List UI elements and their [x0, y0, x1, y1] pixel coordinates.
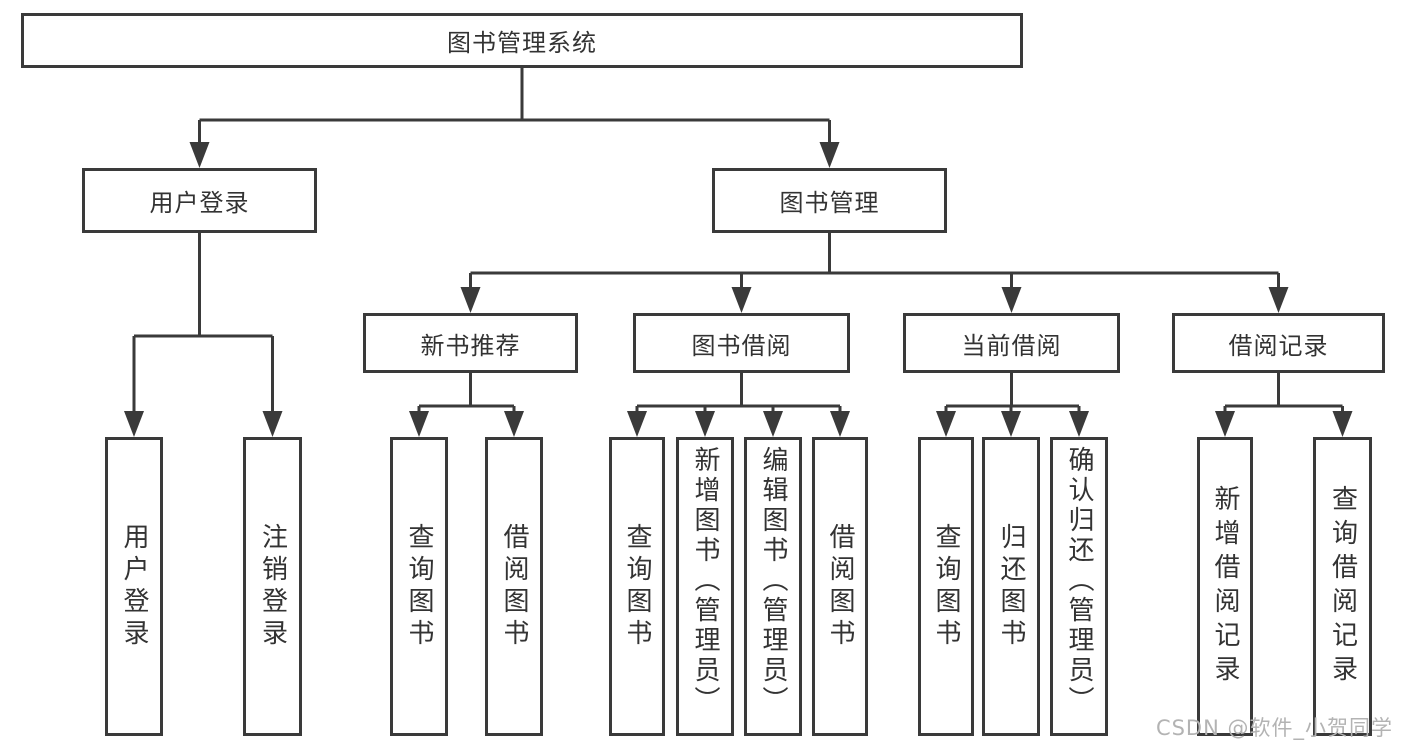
leaf-current-return-books: 归还图书	[982, 437, 1040, 736]
node-label: 用户登录	[149, 189, 250, 217]
node-label: 借阅记录	[1228, 331, 1329, 360]
node-label: 注销登录	[257, 522, 288, 651]
node-label: 当前借阅	[961, 331, 1062, 360]
leaf-newbook-query-books: 查询图书	[390, 437, 448, 736]
node-label: 新书推荐	[420, 331, 521, 360]
node-label: 借阅图书	[499, 522, 529, 651]
node-user-login: 用户登录	[82, 168, 317, 233]
node-label: 确认归还（管理员）	[1064, 446, 1094, 716]
connector-user-login-to-leaves	[124, 233, 283, 437]
connector-book-borrow-to-leaves	[627, 373, 850, 437]
leaf-current-query-books: 查询图书	[918, 437, 974, 736]
node-label: 图书借阅	[691, 331, 792, 360]
node-label: 图书管理	[779, 189, 880, 217]
leaf-user-login: 用户登录	[105, 437, 163, 736]
node-borrow-record: 借阅记录	[1172, 313, 1385, 373]
node-new-book-recommend: 新书推荐	[363, 313, 578, 373]
connector-current-borrow-to-leaves	[936, 373, 1089, 437]
node-label: 编辑图书（管理员）	[758, 446, 788, 716]
node-label: 查询借阅记录	[1327, 484, 1358, 689]
leaf-logout: 注销登录	[243, 437, 302, 736]
node-label: 新增图书（管理员）	[690, 446, 720, 716]
node-label: 新增借阅记录	[1210, 484, 1240, 689]
node-label: 借阅图书	[825, 522, 855, 651]
leaf-record-add-borrow-record: 新增借阅记录	[1197, 437, 1253, 736]
connector-new-book-recommend-to-leaves	[409, 373, 524, 437]
node-label: 用户登录	[119, 522, 149, 651]
leaf-newbook-borrow-books: 借阅图书	[485, 437, 543, 736]
node-system-root: 图书管理系统	[21, 13, 1023, 68]
node-current-borrow: 当前借阅	[903, 313, 1120, 373]
leaf-record-query-borrow-record: 查询借阅记录	[1313, 437, 1372, 736]
leaf-current-confirm-return-admin: 确认归还（管理员）	[1050, 437, 1108, 736]
node-label: 查询图书	[622, 522, 652, 651]
connector-book-management-to-level3	[460, 233, 1289, 313]
node-label: 图书管理系统	[447, 29, 597, 57]
csdn-watermark: CSDN @软件_小贺同学	[1155, 716, 1393, 740]
leaf-borrow-query-books: 查询图书	[609, 437, 665, 736]
connector-borrow-record-to-leaves	[1215, 373, 1353, 437]
node-book-borrow: 图书借阅	[633, 313, 850, 373]
node-label: 查询图书	[931, 522, 961, 651]
node-book-management: 图书管理	[712, 168, 947, 233]
node-label: 查询图书	[404, 522, 434, 651]
node-label: 归还图书	[996, 522, 1026, 651]
connector-root-to-level2	[189, 68, 840, 168]
leaf-borrow-add-books-admin: 新增图书（管理员）	[676, 437, 734, 736]
leaf-borrow-borrow-books: 借阅图书	[812, 437, 868, 736]
leaf-borrow-edit-books-admin: 编辑图书（管理员）	[744, 437, 802, 736]
